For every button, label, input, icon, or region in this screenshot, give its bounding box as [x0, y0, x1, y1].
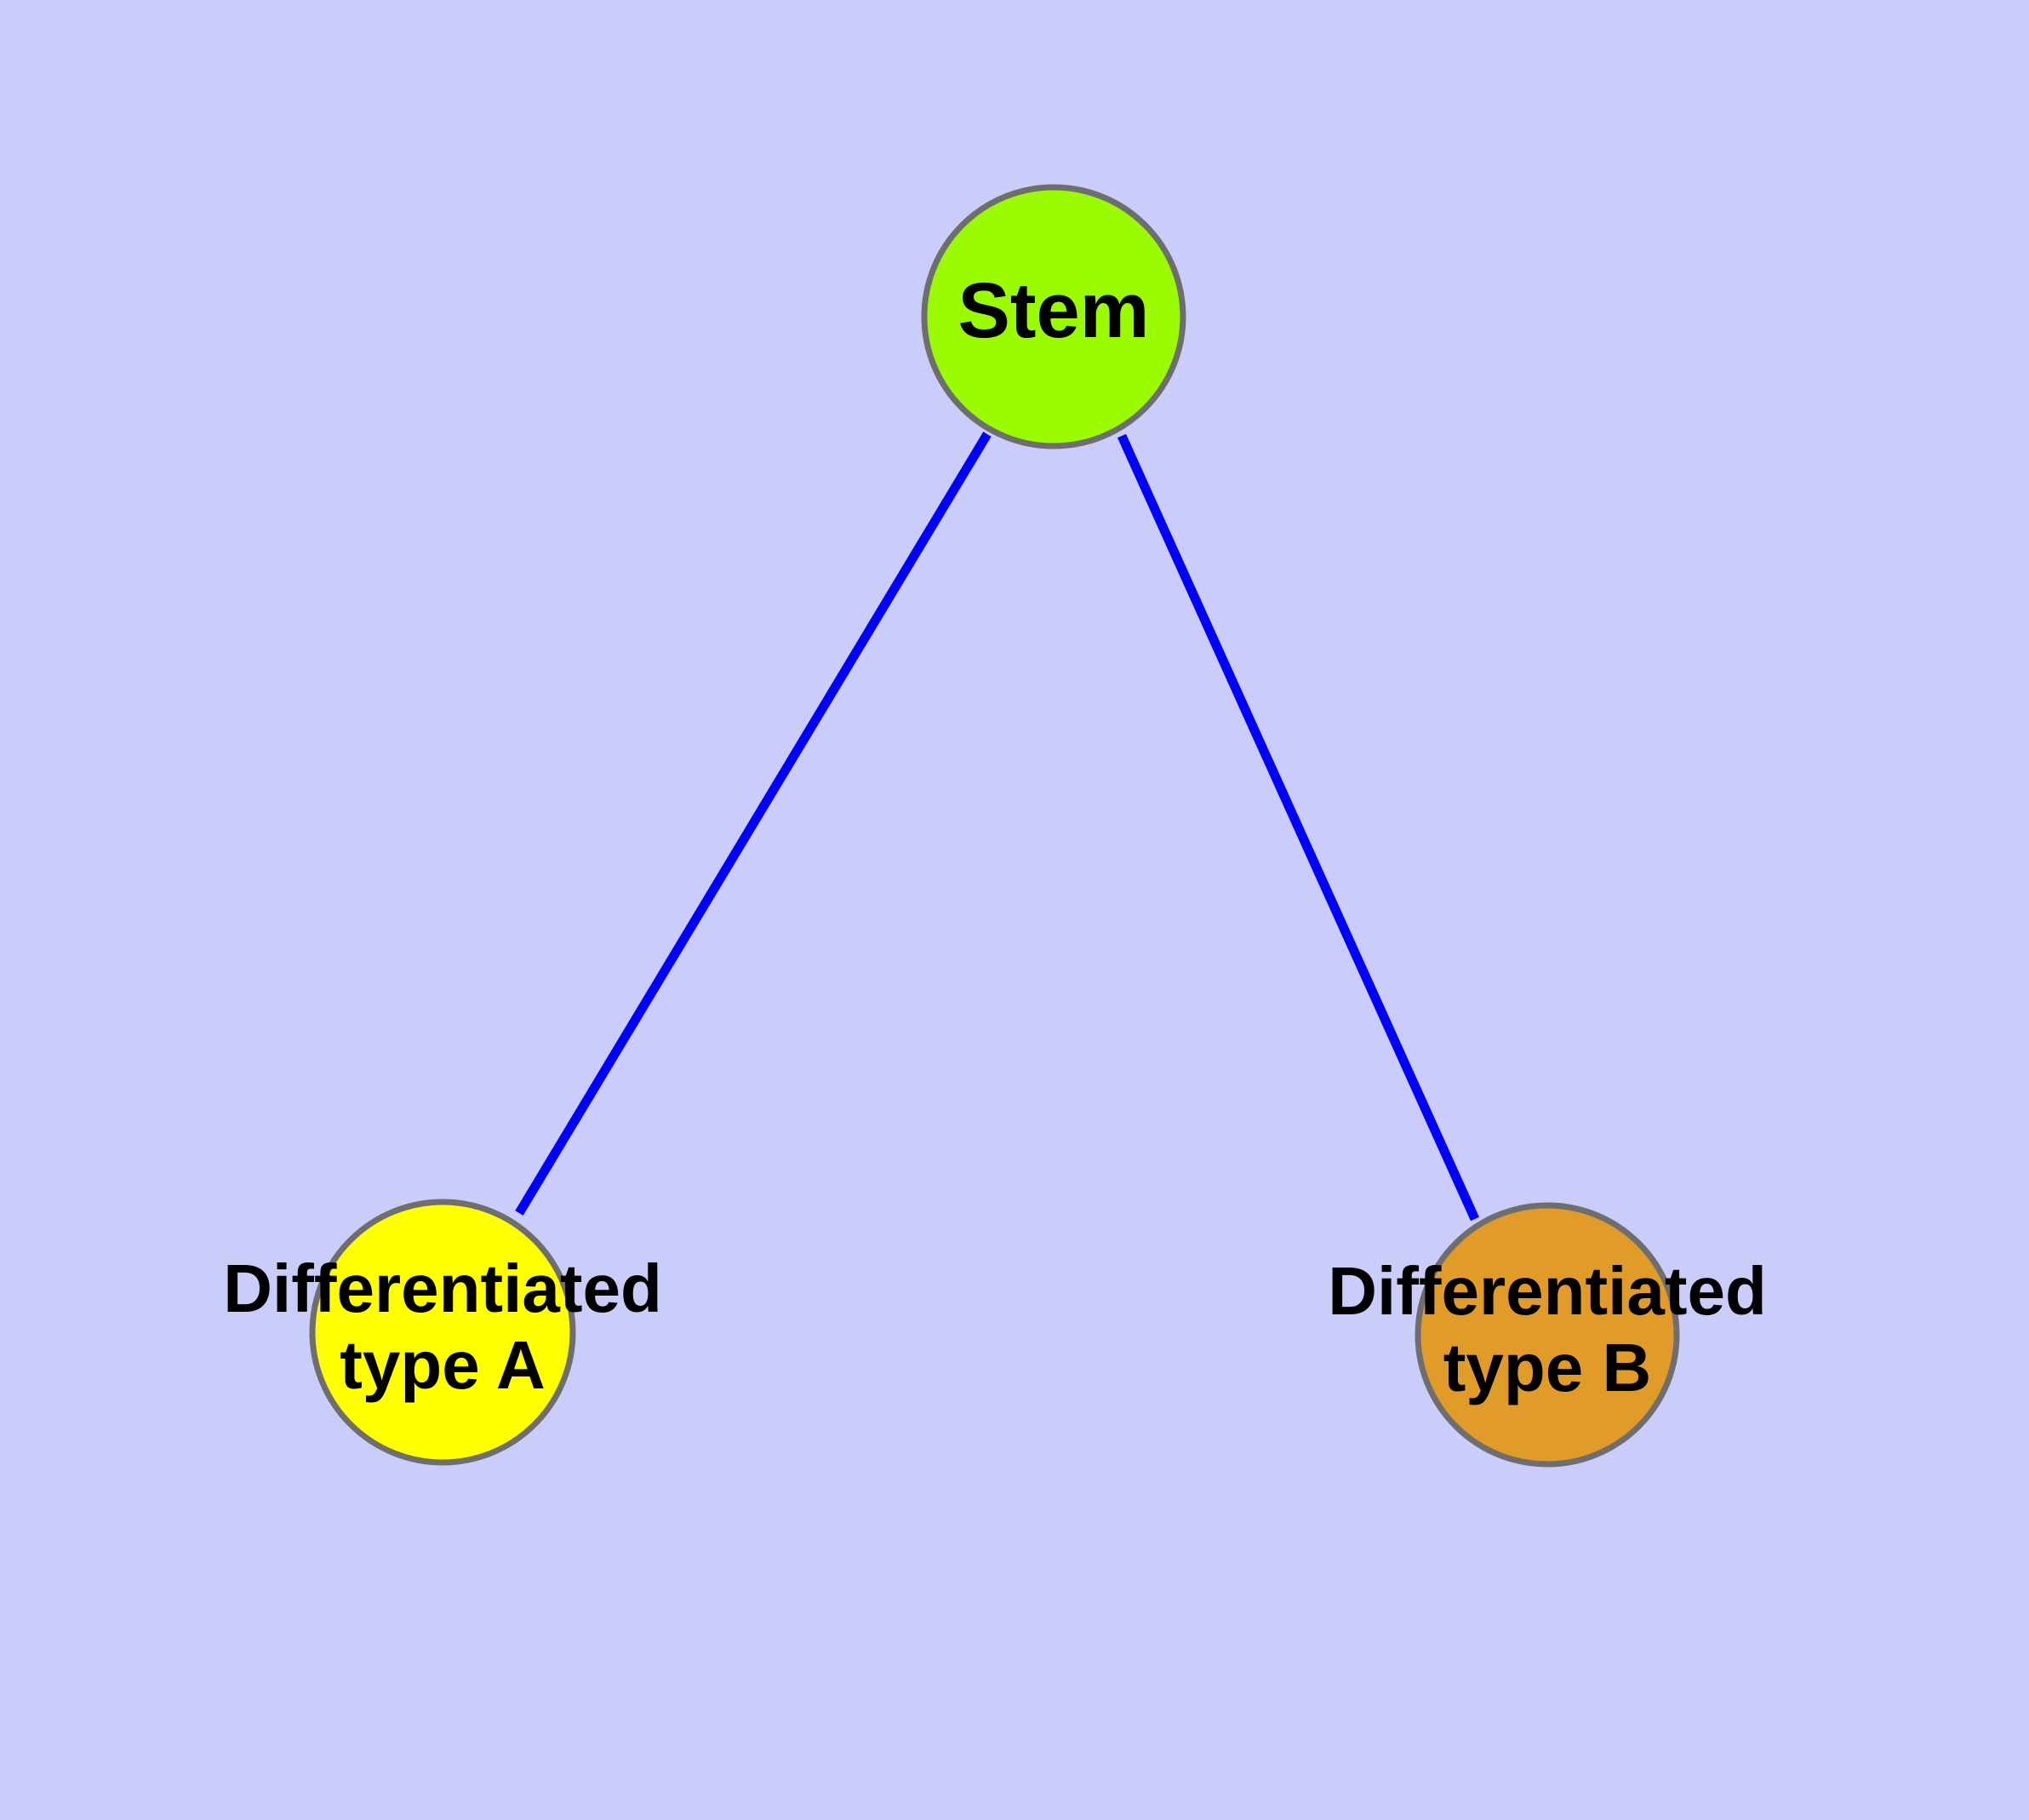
node-label-stem: Stem [958, 267, 1150, 354]
edge-stem-diff-a [515, 432, 992, 1216]
node-circle-diff_a[interactable] [309, 1199, 576, 1466]
node-label-line: type A [340, 1327, 546, 1403]
node-circle-stem[interactable] [921, 184, 1186, 449]
node-label-line: Differentiated [1328, 1253, 1767, 1329]
node-circle-diff_b[interactable] [1415, 1202, 1680, 1468]
node-label-line: Differentiated [223, 1251, 662, 1326]
edge-layer [515, 432, 1480, 1222]
edge-stem-diff-b [1117, 433, 1480, 1222]
node-label-line: type B [1443, 1330, 1652, 1405]
node-label-line: Stem [958, 267, 1150, 354]
node-stem[interactable]: Stem [921, 184, 1186, 449]
